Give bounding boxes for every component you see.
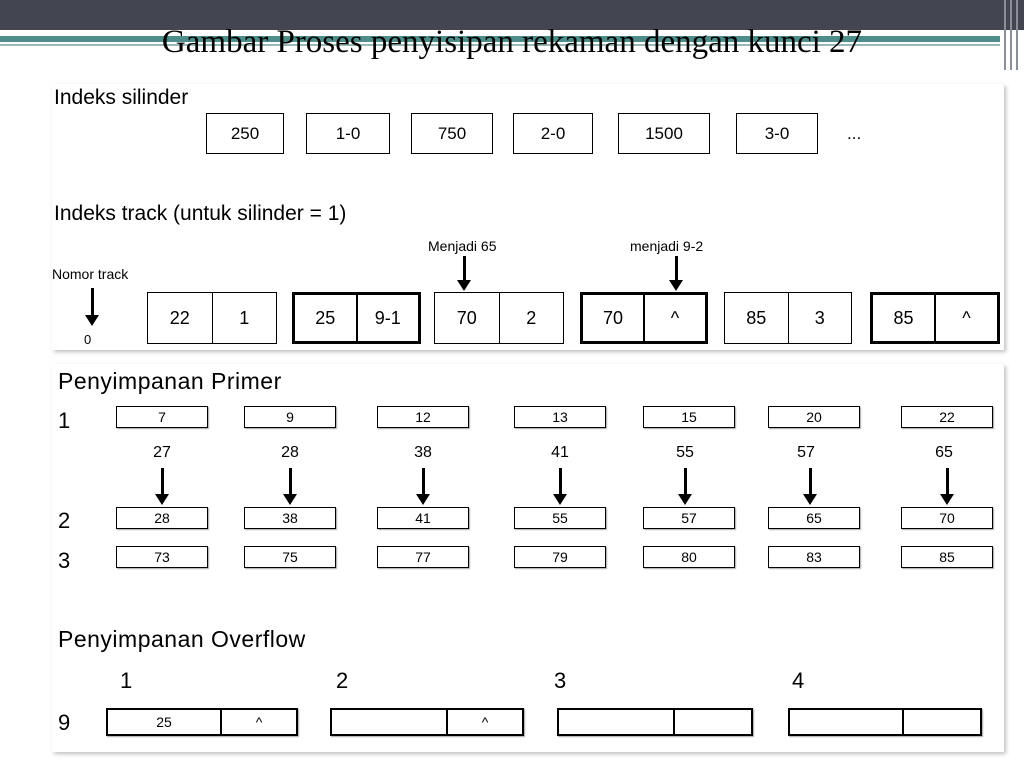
track-pointer: 1 (211, 293, 277, 343)
overflow-entry (557, 708, 753, 736)
primary-record: 73 (116, 546, 208, 568)
track-entry: 70 ^ (580, 292, 708, 344)
cylinder-box: 250 (206, 113, 284, 154)
top-bar (0, 0, 1024, 30)
track-entry: 85 3 (724, 292, 852, 344)
overflow-column-label: 2 (336, 668, 349, 693)
label-menjadi-9-2: menjadi 9-2 (630, 238, 704, 254)
overflow-key (790, 710, 902, 734)
right-rule (1004, 0, 1006, 70)
primary-record: 12 (377, 406, 469, 428)
cylinder-box: 1-0 (306, 113, 390, 154)
overflow-key (332, 710, 446, 734)
primary-record: 9 (244, 406, 336, 428)
primary-record: 85 (901, 546, 993, 568)
cylinder-box: 1500 (618, 113, 710, 154)
accent-line (0, 36, 1000, 42)
track-entry: 25 9-1 (292, 292, 421, 344)
row-label: 3 (58, 548, 71, 573)
shift-label: 27 (153, 444, 171, 461)
primary-record: 38 (244, 507, 336, 529)
primary-record: 20 (768, 406, 860, 428)
overflow-key: 25 (156, 714, 172, 730)
track-key: 25 (315, 307, 336, 328)
cylinder-index-heading: Indeks silinder (54, 86, 189, 109)
track-entry: 70 2 (434, 292, 564, 344)
track-pointer: ^ (934, 295, 997, 341)
overflow-column-label: 3 (554, 668, 567, 693)
overflow-pointer: ^ (220, 710, 296, 734)
primary-record: 55 (514, 507, 606, 529)
primary-record: 57 (643, 507, 735, 529)
track-pointer: 9-1 (355, 295, 419, 341)
label-menjadi-65: Menjadi 65 (428, 238, 497, 254)
overflow-column-label: 1 (120, 668, 133, 693)
shift-label: 41 (551, 444, 569, 461)
track-pointer: 3 (787, 293, 852, 343)
primary-record: 13 (514, 406, 606, 428)
shift-label: 65 (935, 444, 953, 461)
overflow-pointer (673, 710, 751, 734)
primary-record: 77 (377, 546, 469, 568)
cylinder-ellipsis: ... (847, 124, 862, 143)
primary-record: 65 (768, 507, 860, 529)
primary-record: 41 (377, 507, 469, 529)
primary-record: 70 (901, 507, 993, 529)
right-rule (1010, 0, 1012, 70)
accent-thin-line (0, 44, 1000, 46)
overflow-heading: Penyimpanan Overflow (58, 626, 306, 652)
cylinder-box: 2-0 (513, 113, 593, 154)
track-key: 85 (893, 307, 914, 328)
primary-record: 75 (244, 546, 336, 568)
primary-record: 7 (116, 406, 208, 428)
shift-label: 28 (281, 444, 299, 461)
track-pointer: 2 (498, 293, 564, 343)
primary-heading: Penyimpanan Primer (58, 368, 282, 394)
primary-record: 22 (901, 406, 993, 428)
track-key: 70 (602, 307, 624, 328)
row-label: 2 (58, 508, 71, 533)
primary-record: 28 (116, 507, 208, 529)
overflow-entry: 25 ^ (106, 708, 298, 736)
track-pointer: ^ (643, 295, 705, 341)
overflow-key (559, 710, 673, 734)
slide-title: Gambar Proses penyisipan rekaman dengan … (161, 24, 863, 60)
overflow-pointer (902, 710, 980, 734)
cylinder-box: 750 (411, 113, 493, 154)
index-panel: Indeks silinder 250 1-0 750 2-0 1500 3-0… (52, 84, 1004, 350)
primary-record: 79 (514, 546, 606, 568)
track-key: 85 (746, 307, 767, 328)
overflow-entry: ^ (330, 708, 524, 736)
shift-label: 55 (676, 444, 694, 461)
overflow-row-label: 9 (58, 710, 71, 735)
row-label: 1 (58, 408, 71, 433)
right-rule (1016, 0, 1018, 70)
track-entry: 85 ^ (870, 292, 1000, 344)
shift-label: 57 (797, 444, 815, 461)
primary-record: 83 (768, 546, 860, 568)
cylinder-box: 3-0 (736, 113, 818, 154)
primary-record: 80 (643, 546, 735, 568)
track-entry: 22 1 (147, 292, 277, 344)
overflow-column-label: 4 (792, 668, 805, 693)
overflow-entry (788, 708, 982, 736)
track-key: 70 (456, 307, 477, 328)
shift-label: 38 (414, 444, 432, 461)
track-key: 22 (169, 307, 190, 328)
track-index-heading: Indeks track (untuk silinder = 1) (54, 202, 347, 225)
storage-panel: Penyimpanan Primer 1 2 3 7 9 12 13 15 20… (52, 364, 1004, 752)
nomor-track-label: Nomor track (52, 266, 129, 282)
primary-record: 15 (643, 406, 735, 428)
track-zero: 0 (84, 332, 92, 347)
overflow-pointer: ^ (446, 710, 522, 734)
